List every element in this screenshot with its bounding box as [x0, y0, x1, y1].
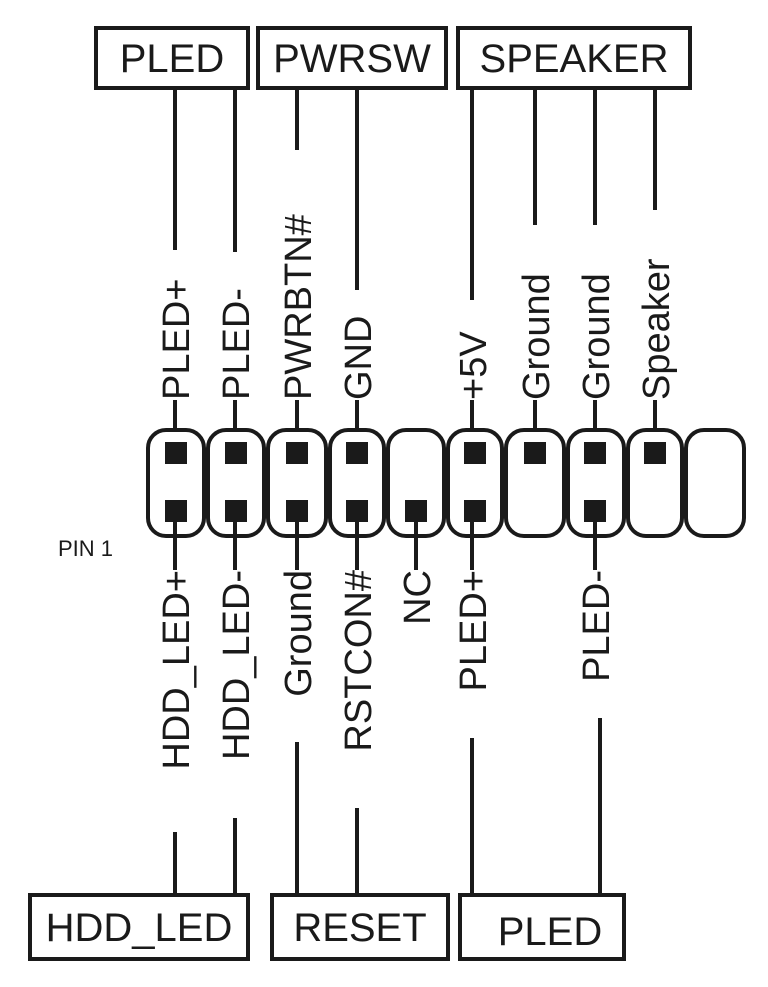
pin1-label: PIN 1: [58, 536, 113, 561]
pin-label-bottom-hdd-led-minus: HDD_LED-: [216, 570, 258, 760]
header-cell-7: [504, 428, 566, 538]
pin-bottom-2: [225, 500, 247, 522]
pin-bottom-4: [346, 500, 368, 522]
pin-bottom-3: [286, 500, 308, 522]
pin-label-top-pled-minus: PLED-: [216, 288, 258, 400]
pin-top-9: [644, 442, 666, 464]
pin-bottom-6: [464, 500, 486, 522]
pin-bottom-1: [165, 500, 187, 522]
pin-top-2: [225, 442, 247, 464]
pin-label-bottom-hdd-led-plus: HDD_LED+: [156, 570, 198, 770]
pin-top-6: [464, 442, 486, 464]
pin-label-bottom-pled-plus: PLED+: [453, 570, 495, 691]
pin-label-bottom-pled-minus: PLED-: [576, 570, 618, 682]
pin-top-7: [524, 442, 546, 464]
speaker-group-label: SPEAKER: [480, 37, 669, 81]
header-cell-6: [446, 428, 504, 538]
pled-group-box-top: [94, 26, 250, 90]
reset-group-box: [270, 893, 450, 961]
pin-label-top-gnd: GND: [338, 316, 380, 400]
pin-label-top-pled-plus: PLED+: [156, 279, 198, 400]
pin-label-top-speaker: Speaker: [636, 258, 678, 400]
reset-group-label: RESET: [293, 906, 426, 950]
pin-label-bottom-ground: Ground: [278, 570, 320, 697]
pled-group-label-top: PLED: [120, 37, 225, 81]
pwrsw-group-box: [256, 26, 448, 90]
pin-top-4: [346, 442, 368, 464]
pin-bottom-5: [405, 500, 427, 522]
pin-label-top-pwrbtn: PWRBTN#: [278, 214, 320, 400]
pin-top-8: [584, 442, 606, 464]
speaker-group-box: [456, 26, 692, 90]
pwrsw-group-label: PWRSW: [273, 37, 431, 81]
pin-bottom-8: [584, 500, 606, 522]
pled-group-box-bottom: [458, 893, 626, 961]
pled-group-label-bottom: PLED: [498, 910, 603, 954]
pin-label-top-5v: +5V: [453, 331, 495, 400]
pin-top-1: [165, 442, 187, 464]
hdd-led-group-box: [28, 893, 250, 961]
header-cell-10: [684, 428, 746, 538]
pin-label-top-ground-2: Ground: [576, 273, 618, 400]
header-cell-9: [626, 428, 684, 538]
pin-top-3: [286, 442, 308, 464]
pin-label-bottom-rstcon: RSTCON#: [338, 570, 380, 752]
pin-label-bottom-nc: NC: [397, 570, 439, 625]
pin-label-top-ground-1: Ground: [516, 273, 558, 400]
hdd-led-group-label: HDD_LED: [46, 906, 233, 950]
